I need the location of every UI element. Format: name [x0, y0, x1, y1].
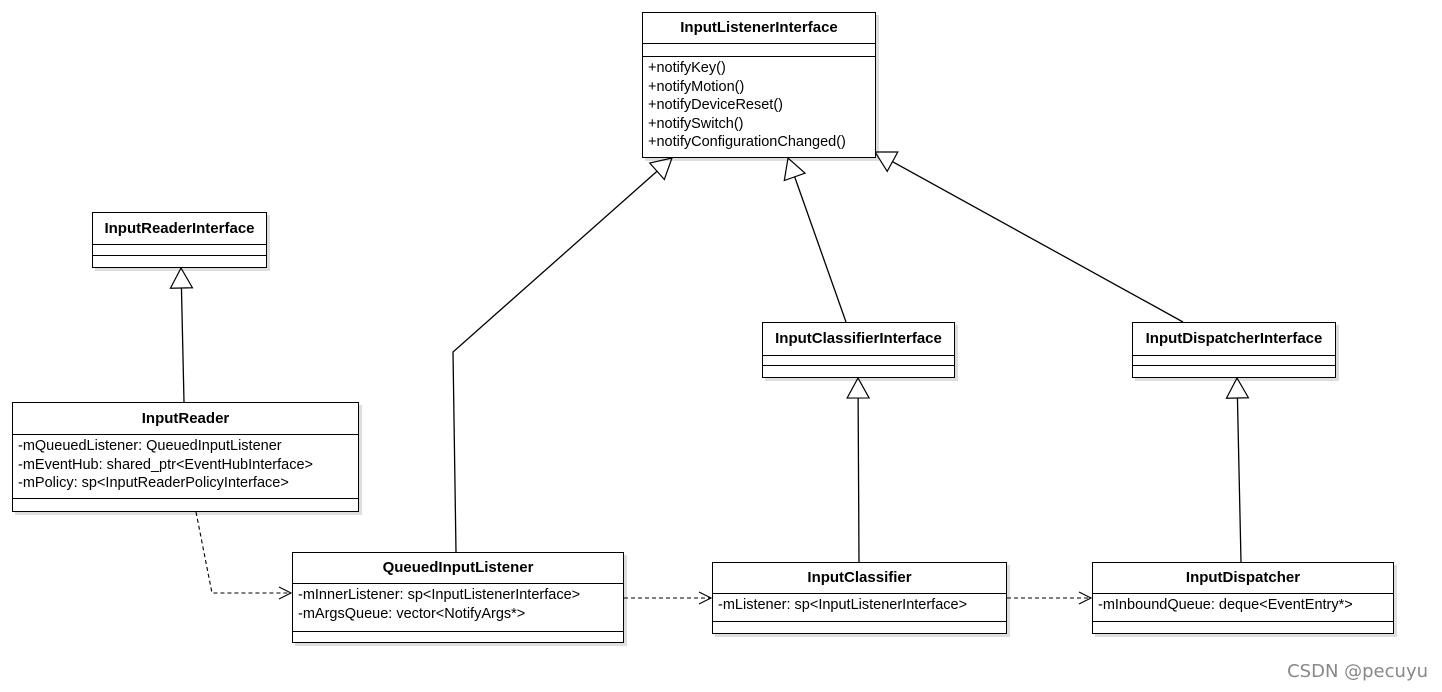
- realization-edge-input-classifier-interface: [788, 158, 847, 323]
- operation-compartment: [1093, 622, 1393, 626]
- class-name: QueuedInputListener: [293, 553, 623, 584]
- class-name: InputListenerInterface: [643, 13, 875, 44]
- class-attribute: -mQueuedListener: QueuedInputListener: [18, 438, 282, 454]
- class-operation: +notifyDeviceReset(): [648, 97, 783, 113]
- class-operation: +notifyKey(): [648, 60, 726, 76]
- operation-compartment: [713, 622, 1006, 626]
- class-attribute: -mInnerListener: sp<InputListenerInterfa…: [298, 587, 581, 603]
- operation-compartment: [93, 256, 266, 260]
- class-input-listener-interface[interactable]: InputListenerInterface +notifyKey()+noti…: [642, 12, 876, 158]
- class-input-classifier-interface[interactable]: InputClassifierInterface: [762, 322, 955, 378]
- realization-edge-input-classifier: [858, 378, 859, 563]
- class-name: InputClassifier: [713, 563, 1006, 594]
- attribute-compartment: [93, 245, 266, 256]
- class-attribute: -mPolicy: sp<InputReaderPolicyInterface>: [18, 475, 289, 491]
- operation-compartment: +notifyKey() +notifyMotion() +notifyDevice…: [643, 57, 875, 154]
- class-name: InputClassifierInterface: [763, 323, 954, 356]
- class-attribute: -mListener: sp<InputListenerInterface>: [718, 597, 968, 613]
- operation-compartment: [1133, 366, 1335, 370]
- class-operation: +notifyConfigurationChanged(): [648, 134, 846, 150]
- attribute-compartment: [643, 44, 875, 57]
- attribute-compartment: [763, 356, 954, 366]
- class-input-reader-interface[interactable]: InputReaderInterface: [92, 212, 267, 268]
- class-attribute: -mArgsQueue: vector<NotifyArgs*>: [298, 605, 526, 622]
- attribute-compartment: -mInboundQueue: deque<EventEntry*>: [1093, 594, 1393, 622]
- realization-edge-input-dispatcher: [1237, 378, 1241, 563]
- attribute-compartment: -mQueuedListener: QueuedInputListener -mE…: [13, 435, 358, 499]
- class-attribute: -mInboundQueue: deque<EventEntry*>: [1098, 597, 1353, 613]
- dependency-edge-input-reader: [195, 511, 291, 593]
- class-input-reader[interactable]: InputReader -mQueuedListener: QueuedInpu…: [12, 402, 359, 512]
- realization-edge-input-reader: [181, 268, 184, 403]
- class-input-dispatcher-interface[interactable]: InputDispatcherInterface: [1132, 322, 1336, 378]
- realization-edge-input-dispatcher-interface: [875, 152, 1184, 323]
- class-input-classifier[interactable]: InputClassifier -mListener: sp<InputList…: [712, 562, 1007, 634]
- attribute-compartment: [1133, 356, 1335, 366]
- class-name: InputReaderInterface: [93, 213, 266, 245]
- class-operation: +notifyMotion(): [648, 78, 745, 95]
- class-queued-input-listener[interactable]: QueuedInputListener -mInnerListener: sp<…: [292, 552, 624, 643]
- class-input-dispatcher[interactable]: InputDispatcher -mInboundQueue: deque<Ev…: [1092, 562, 1394, 634]
- class-name: InputDispatcher: [1093, 563, 1393, 594]
- class-name: InputDispatcherInterface: [1133, 323, 1335, 356]
- attribute-compartment: -mListener: sp<InputListenerInterface>: [713, 594, 1006, 622]
- operation-compartment: [293, 632, 623, 636]
- operation-compartment: [763, 366, 954, 370]
- class-name: InputReader: [13, 403, 358, 435]
- operation-compartment: [13, 499, 358, 503]
- class-operation: +notifySwitch(): [648, 115, 744, 132]
- class-attribute: -mEventHub: shared_ptr<EventHubInterface…: [18, 456, 313, 473]
- attribute-compartment: -mInnerListener: sp<InputListenerInterfa…: [293, 584, 623, 632]
- watermark: CSDN @pecuyu: [1287, 661, 1428, 682]
- realization-edge-queued-input-listener: [452, 158, 672, 553]
